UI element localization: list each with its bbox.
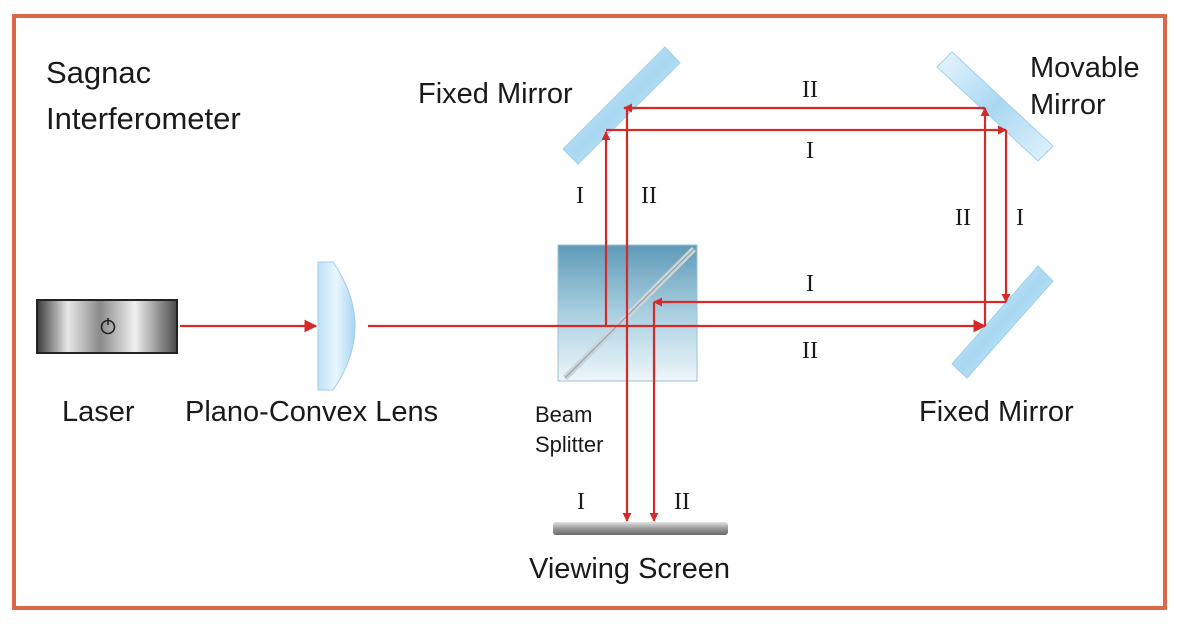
path-label-middle-upper: I	[806, 271, 814, 297]
fixed-mirror-top	[562, 46, 681, 165]
laser-label: Laser	[62, 396, 135, 428]
path-label-top-upper: II	[802, 77, 818, 103]
fixed-mirror-top-label: Fixed Mirror	[418, 78, 573, 110]
beam-splitter-label-line1: Beam	[535, 402, 592, 427]
plano-convex-lens	[317, 261, 356, 391]
beam-splitter-label-line2: Splitter	[535, 432, 603, 457]
viewing-screen-label: Viewing Screen	[529, 553, 730, 585]
path-label-screen-left: I	[577, 489, 585, 515]
path-label-right-vertical-1: I	[1016, 205, 1024, 231]
fixed-mirror-bottom	[951, 265, 1054, 379]
fixed-mirror-bottom-label: Fixed Mirror	[919, 396, 1074, 428]
movable-mirror-label-line2: Mirror	[1030, 89, 1106, 121]
path-label-screen-right: II	[674, 489, 690, 515]
path-label-left-vertical-2: II	[641, 183, 657, 209]
path-label-middle-lower: II	[802, 338, 818, 364]
viewing-screen	[553, 522, 728, 535]
power-icon	[100, 318, 116, 335]
movable-mirror-label-line1: Movable	[1030, 52, 1140, 84]
outer-frame	[12, 14, 1167, 610]
diagram-title-line1: Sagnac	[46, 55, 151, 90]
diagram-title-line2: Interferometer	[46, 101, 241, 136]
laser	[36, 299, 178, 354]
path-label-left-vertical-1: I	[576, 183, 584, 209]
path-label-top-lower: I	[806, 138, 814, 164]
laser-body	[36, 299, 178, 354]
lens-label: Plano-Convex Lens	[185, 396, 438, 428]
laser-beams	[180, 103, 1011, 522]
path-label-right-vertical-2: II	[955, 205, 971, 231]
